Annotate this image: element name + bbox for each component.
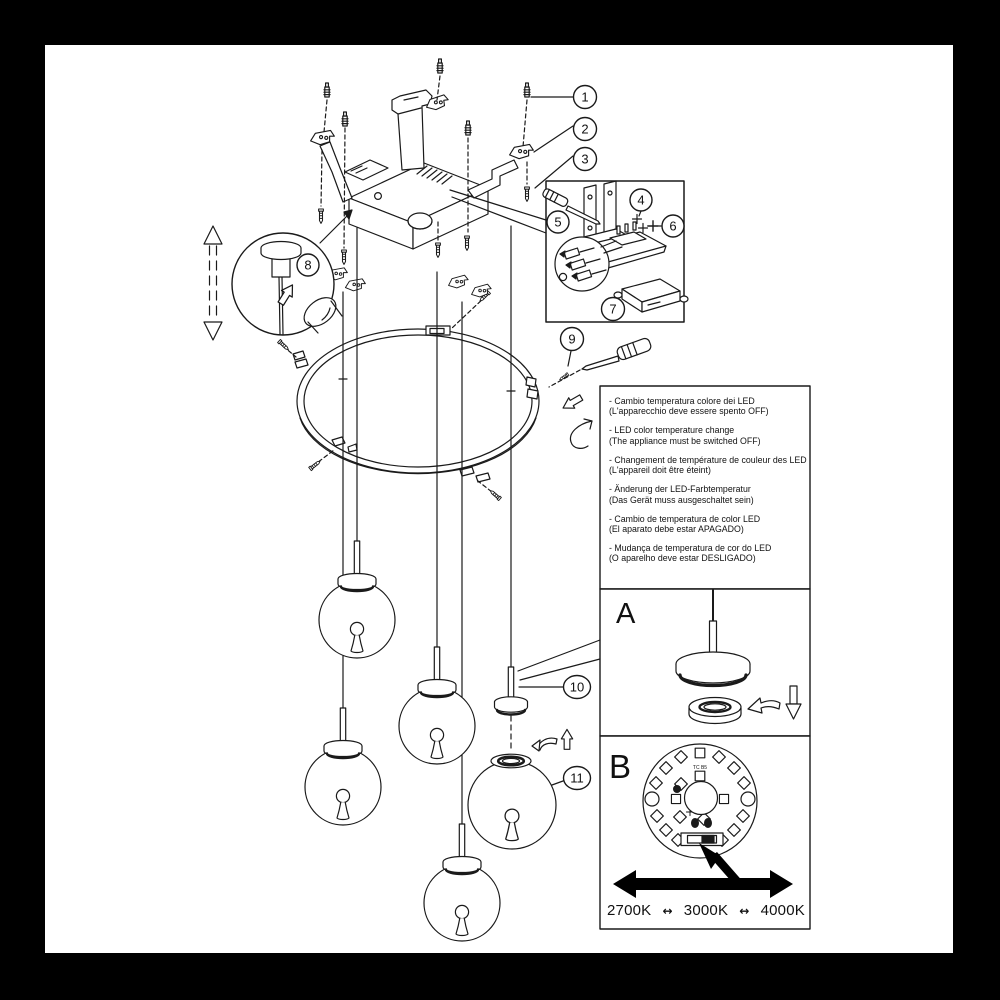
callout-11-number: 11 xyxy=(570,771,584,786)
board-label: TC B5 xyxy=(693,765,707,771)
panel-a-leader xyxy=(517,639,601,672)
screwdriver-icon-5 xyxy=(542,188,601,225)
callout-5 xyxy=(546,210,570,234)
callout-2-number: 2 xyxy=(581,122,588,137)
twist-up-arrows xyxy=(531,728,574,752)
inset-8-leader xyxy=(319,215,348,244)
down-arrow-icon xyxy=(785,685,802,720)
callout-8 xyxy=(296,253,320,277)
anchor-chain-1 xyxy=(310,82,335,224)
screwdriver-icon-9 xyxy=(548,337,652,449)
callout-3-number: 3 xyxy=(581,152,588,167)
callout-1-number: 1 xyxy=(581,90,588,105)
finger-icon xyxy=(303,297,343,334)
inset-leader-line xyxy=(449,189,547,221)
callout-circles xyxy=(296,84,685,791)
anchor-chain-2 xyxy=(326,111,366,292)
anchor-chain-3 xyxy=(435,58,444,258)
callout-6-number: 6 xyxy=(669,219,676,234)
callout-1 xyxy=(572,84,598,110)
callout-10-number: 10 xyxy=(570,680,584,695)
mount-arm-right xyxy=(467,159,519,199)
led-driver-box xyxy=(613,278,689,313)
lock-ring xyxy=(688,696,742,725)
callout-11 xyxy=(562,765,592,791)
callout-8-number: 8 xyxy=(304,258,311,273)
callout-3 xyxy=(572,146,598,172)
parts-inset-box xyxy=(542,180,689,323)
instructions-box-border xyxy=(599,385,811,590)
callout-2 xyxy=(572,116,598,142)
callout-7 xyxy=(600,296,626,322)
cct-range-arrow xyxy=(613,870,793,898)
hanging-wires xyxy=(338,225,516,825)
led-module xyxy=(642,743,758,859)
callout-numbers: 1 2 3 4 5 6 7 8 9 10 11 TC B5 xyxy=(304,90,707,786)
callout-9 xyxy=(559,326,585,352)
glass-globe-4-open xyxy=(467,753,557,850)
callout-4-number: 4 xyxy=(637,193,644,208)
callout-7-number: 7 xyxy=(609,302,616,317)
callout-4 xyxy=(629,188,653,212)
ring-fixing-screws xyxy=(277,290,502,502)
inset-leader-line xyxy=(451,196,547,234)
callout-5-number: 5 xyxy=(554,215,561,230)
top-strap-bracket xyxy=(391,89,450,171)
lamp-cap-10 xyxy=(493,666,529,753)
twist-arrow-icon xyxy=(747,697,781,714)
panel-a-leader xyxy=(519,658,601,681)
suspension-ring xyxy=(292,325,540,483)
anchor-chain-5 xyxy=(509,82,534,202)
callout-10 xyxy=(562,674,592,700)
callout-9-number: 9 xyxy=(568,332,575,347)
ceiling-mount-assembly xyxy=(310,58,534,299)
height-adjust-arrow xyxy=(203,225,223,341)
anchor-chain-4 xyxy=(447,120,493,299)
rotate-arrow-icon xyxy=(569,418,593,449)
callout-leaders xyxy=(518,96,574,786)
panel-a-drawing xyxy=(675,589,802,725)
callout-6 xyxy=(661,214,685,238)
wiring-detail-circle xyxy=(554,236,623,292)
cct-switch xyxy=(680,832,724,847)
